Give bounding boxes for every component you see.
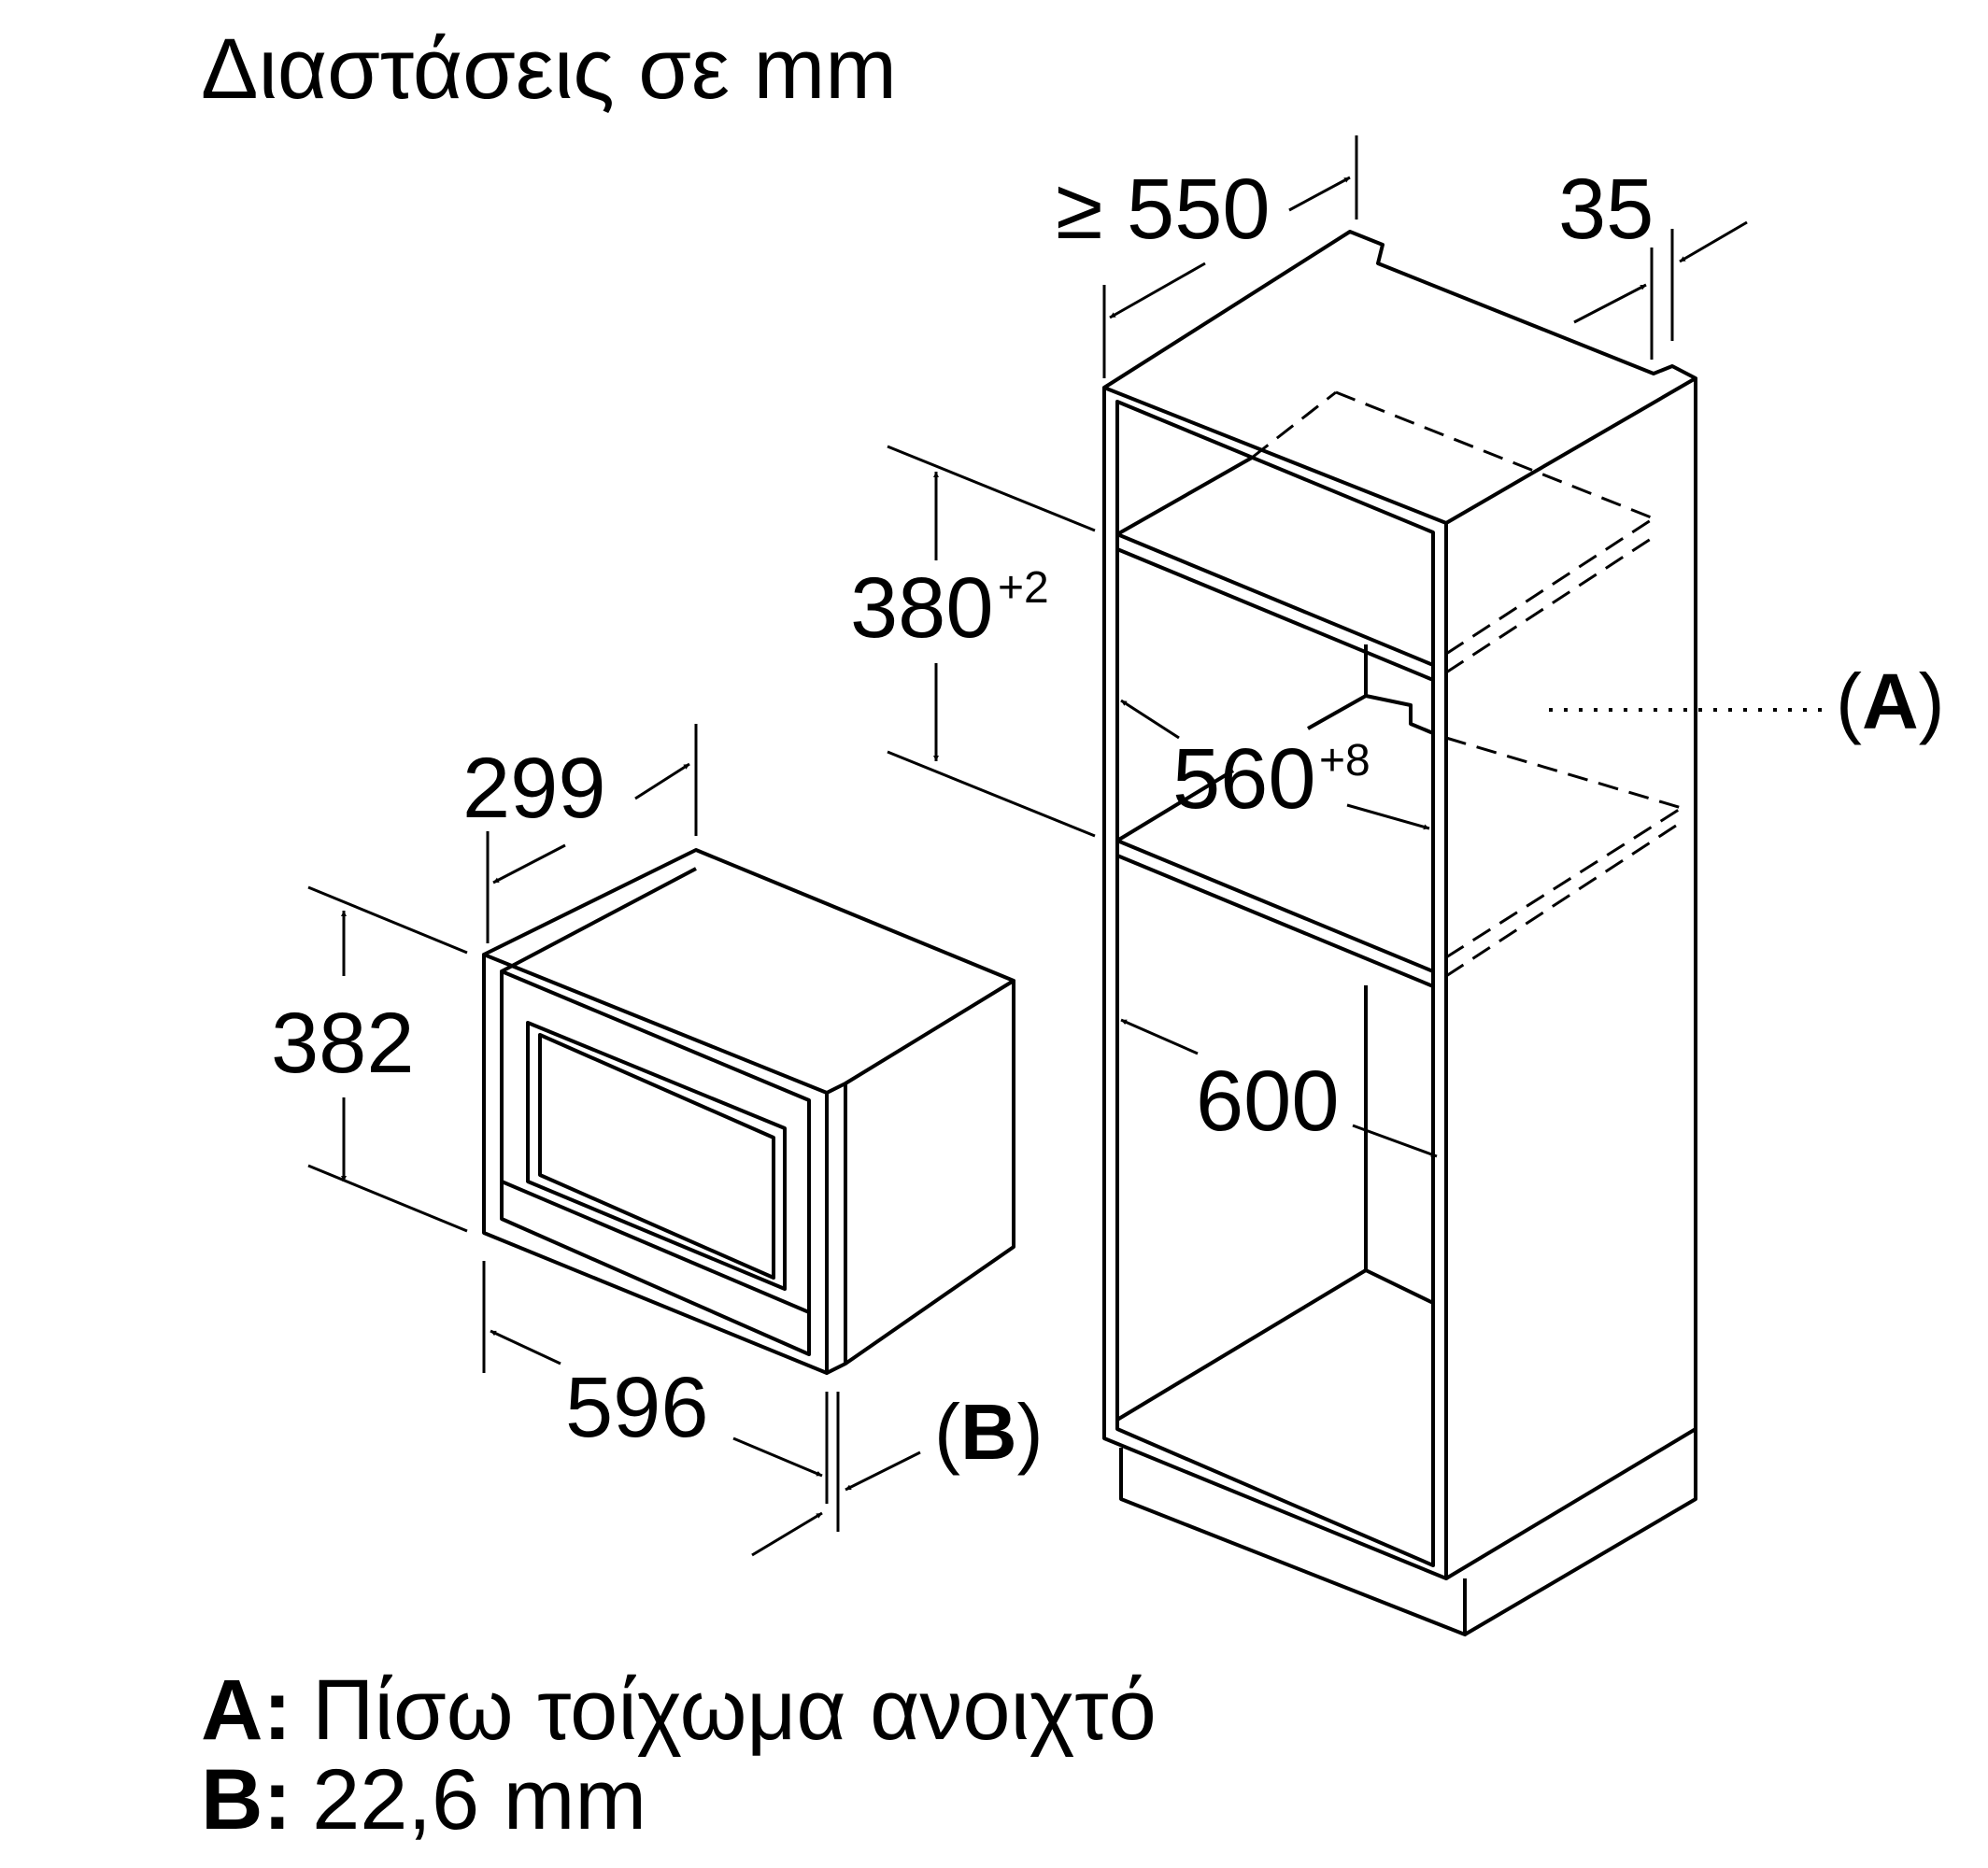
appliance-front-inner (500, 969, 811, 1356)
dim-niche-width-tolerance: +8 (1319, 736, 1370, 785)
appliance-window (526, 1021, 787, 1291)
dim-appliance-width: 596 (565, 1360, 709, 1455)
callout-b: (B) (934, 1388, 1044, 1476)
dim-niche-height: 380 (850, 560, 994, 656)
appliance-top (483, 848, 1015, 1085)
cabinet-front-inner (1115, 400, 1435, 1567)
appliance-bottom-trim (501, 1180, 810, 1314)
dim-appliance-height: 382 (271, 996, 415, 1091)
dim-appliance-depth: 299 (462, 741, 606, 836)
legend-row-a: A:Πίσω τοίχωμα ανοιχτό (201, 1663, 1157, 1758)
appliance-side (844, 981, 1015, 1366)
dim-gap-35: 35 (1558, 162, 1654, 257)
appliance-top-inner (501, 867, 697, 973)
appliance-window-inner (538, 1033, 775, 1280)
legend: A:Πίσω τοίχωμα ανοιχτό B:22,6 mm (201, 1663, 1157, 1847)
appliance-drawing (482, 848, 1015, 1375)
dim-cabinet-depth: ≥ 550 (1056, 162, 1271, 257)
dim-niche-width: 560 (1172, 731, 1316, 827)
upper-shelf-front (1116, 532, 1434, 667)
legend-row-b: B:22,6 mm (201, 1752, 646, 1847)
callout-a: (A) (1836, 658, 1945, 745)
appliance-door-edge (825, 1082, 847, 1375)
title: Διαστάσεις σε mm (201, 21, 897, 117)
dimension-lines (307, 135, 1826, 1557)
lower-shelf-front (1116, 839, 1434, 973)
dim-niche-height-tolerance: +2 (998, 563, 1049, 613)
dim-cabinet-width: 600 (1196, 1054, 1340, 1149)
cabinet-drawing (1102, 230, 1697, 1636)
cabinet-side (1444, 378, 1697, 1580)
cabinet-top (1102, 230, 1697, 525)
